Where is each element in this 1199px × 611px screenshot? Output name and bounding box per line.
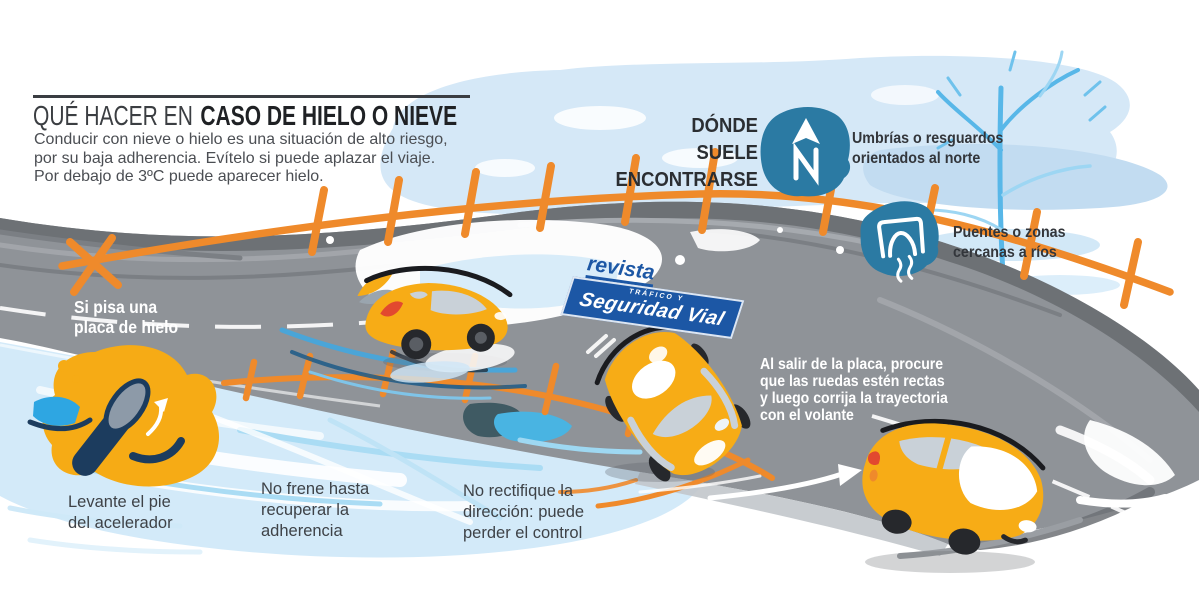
- snow-spray: [390, 343, 515, 383]
- car-skidding: [357, 265, 513, 360]
- car3-shadow: [865, 551, 1035, 573]
- step-al-salir-placa: Al salir de la placa, procure que las ru…: [760, 356, 948, 424]
- trajectory-arrow: [586, 334, 1155, 501]
- river-patch: [463, 402, 643, 455]
- bridge-river-icon: [860, 201, 939, 283]
- intro-text: Conducir con nieve o hielo es una situac…: [34, 131, 448, 185]
- step-no-rectifique: No rectifique la dirección: puede perder…: [463, 482, 585, 542]
- accelerator-pedal-illustration: [27, 345, 220, 487]
- car-spinning: [594, 324, 751, 482]
- title-rule: [33, 95, 470, 98]
- step-no-frene: No frene hasta recuperar la adherencia: [261, 480, 370, 540]
- car-recovering: [862, 418, 1046, 555]
- label-puentes: Puentes o zonas cercanas a ríos: [953, 224, 1066, 261]
- compass-north-icon: [760, 107, 851, 197]
- label-si-pisa-placa: Si pisa una placa de hielo: [74, 297, 179, 337]
- step-levante-pie: Levante el pie del acelerador: [68, 493, 173, 532]
- where-heading: DÓNDE SUELE ENCONTRARSE: [615, 114, 758, 191]
- page-title-bold: CASO DE HIELO O NIEVE: [200, 100, 458, 131]
- label-umbrias: Umbrías o resguardos orientados al norte: [852, 130, 1004, 167]
- page-title-light: QUÉ HACER EN: [33, 100, 193, 131]
